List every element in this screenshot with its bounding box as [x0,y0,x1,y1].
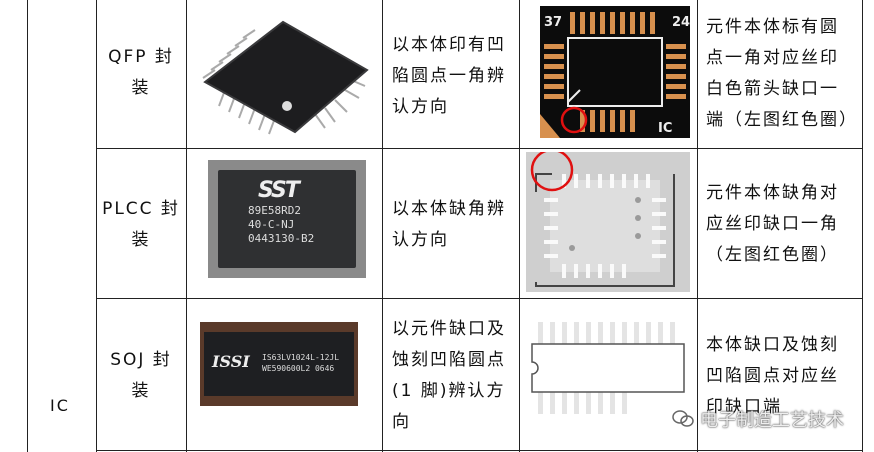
grid-line [697,0,698,452]
chip-label: 89E58RD2 40-C-NJ 0443130-B2 [248,204,315,245]
silk-num: 24 [672,15,690,30]
watermark-text: 电子制造工艺技术 [700,410,844,431]
soj-chip-image: ISSI IS63LV1024L-12JL WE590600L2 0646 [200,322,358,406]
qfp-chip-image [202,20,369,135]
chip-label: IS63LV1024L-12JL WE590600L2 0646 [262,353,340,373]
plcc-chip-image: SST 89E58RD2 40-C-NJ 0443130-B2 [208,160,366,278]
pcb-mark-text: 本体缺口及蚀刻 凹陷圆点对应丝 印缺口端 [706,335,839,417]
wechat-icon [672,410,694,427]
identify-text: 以本体印有凹 陷圆点一角辨 认方向 [392,35,506,117]
grid-line [519,0,520,452]
category-label: IC [50,396,70,415]
pcb-mark-text: 元件本体标有圆 点一角对应丝印 白色箭头缺口一 端（左图红色圈） [706,17,858,130]
chip-brand: ISSI [212,352,250,371]
grid-line [96,148,863,149]
watermark: 电子制造工艺技术 [672,406,844,432]
grid-line [96,0,97,452]
plcc-pcb-image [526,152,690,292]
silk-num: 37 [544,15,562,30]
grid-line [96,450,863,451]
soj-pcb-image [531,322,685,414]
grid-line [27,0,28,452]
package-name: SOJ 封 装 [110,350,172,401]
qfp-pcb-image: 37 24 IC [540,6,690,138]
pcb-mark-text: 元件本体缺角对 应丝印缺口一角 （左图红色圈） [706,183,839,265]
silk-ic: IC [658,121,672,136]
grid-line [186,0,187,452]
grid-line [862,0,863,452]
package-name: QFP 封 装 [108,47,174,98]
package-name: PLCC 封 装 [102,199,180,250]
grid-line [96,298,863,299]
identify-text: 以本体缺角辨 认方向 [392,199,506,250]
grid-line [382,0,383,452]
identify-text: 以元件缺口及 蚀刻凹陷圆点 (1 脚)辨认方 向 [392,319,506,432]
